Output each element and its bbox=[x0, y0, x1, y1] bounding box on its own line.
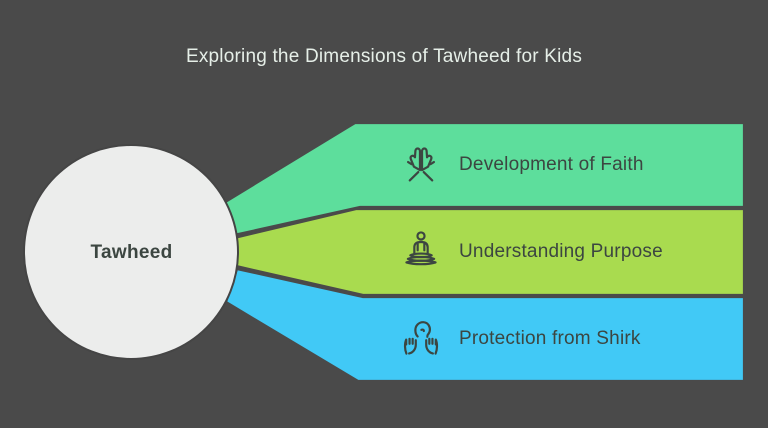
band-row-development-of-faith: Development of Faith bbox=[396, 123, 744, 207]
band-row-protection-from-shirk: Protection from Shirk bbox=[396, 297, 744, 381]
meditation-icon bbox=[405, 231, 437, 266]
band-row-understanding-purpose: Understanding Purpose bbox=[396, 209, 744, 295]
page-title: Exploring the Dimensions of Tawheed for … bbox=[185, 46, 583, 67]
protecting-hands-icon bbox=[403, 321, 439, 355]
center-circle bbox=[23, 144, 239, 360]
band-label: Understanding Purpose bbox=[459, 241, 663, 262]
band-label: Development of Faith bbox=[459, 154, 644, 175]
praying-hands-icon bbox=[406, 147, 436, 182]
band-label: Protection from Shirk bbox=[459, 328, 641, 349]
